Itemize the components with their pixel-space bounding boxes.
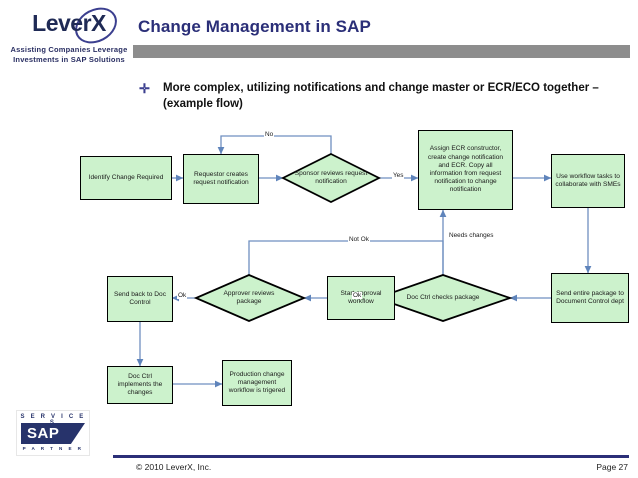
leverx-wordmark: LeverX xyxy=(6,0,132,51)
node-approver-reviews-package[interactable]: Approver reviews package xyxy=(212,284,286,312)
edge-label-needs-changes: Needs changes xyxy=(448,232,495,239)
footer-divider xyxy=(113,455,629,458)
node-send-back-to-doc-control[interactable]: Send back to Doc Control xyxy=(107,276,173,322)
bullet-row: ✛ More complex, utilizing notifications … xyxy=(139,80,611,112)
node-sponsor-reviews-request-notification[interactable]: Sponsor reviews request notification xyxy=(285,162,377,194)
footer-page-number: Page 27 xyxy=(596,462,628,472)
node-label: Doc Ctrl checks package xyxy=(406,293,480,301)
node-requestor-creates-request-notification[interactable]: Requestor creates request notification xyxy=(183,154,259,204)
node-doc-ctrl-implements-the-changes[interactable]: Doc Ctrl implements the changes xyxy=(107,366,173,404)
edge-label-ok-doc-ctrl: Ok xyxy=(352,292,363,299)
edge-label-ok-approver: Ok xyxy=(177,292,188,299)
edge-label-no: No xyxy=(264,131,275,138)
node-label: Send entire package to Document Control … xyxy=(556,289,624,305)
sap-logo-shape: SAP xyxy=(21,423,85,444)
node-use-workflow-tasks[interactable]: Use workflow tasks to collaborate with S… xyxy=(551,154,625,208)
node-label: Sponsor reviews request notification xyxy=(294,169,368,185)
node-label: Requestor creates request notification xyxy=(193,170,249,186)
node-label: Use workflow tasks to collaborate with S… xyxy=(555,172,621,188)
leverx-logo: LeverX Assisting Companies Leverage Inve… xyxy=(6,0,132,65)
node-send-entire-package[interactable]: Send entire package to Document Control … xyxy=(551,273,629,323)
node-label: Doc Ctrl implements the changes xyxy=(117,372,163,397)
edge-label-yes: Yes xyxy=(392,172,405,179)
sap-services-partner-logo: S E R V I C E S SAP P A R T N E R xyxy=(16,410,90,456)
page-title: Change Management in SAP xyxy=(138,17,371,36)
node-assign-ecr-constructor[interactable]: Assign ECR constructor, create change no… xyxy=(418,130,513,210)
node-label: Production change management workflow is… xyxy=(228,370,286,395)
node-label: Assign ECR constructor, create change no… xyxy=(427,145,504,194)
leverx-logo-text: LeverX xyxy=(32,10,106,36)
diamond-approver-reviews xyxy=(193,274,307,322)
node-doc-ctrl-checks-package[interactable]: Doc Ctrl checks package xyxy=(400,284,486,312)
bullet-marker-icon: ✛ xyxy=(139,81,150,96)
bullet-text: More complex, utilizing notifications an… xyxy=(163,82,599,110)
leverx-tagline-line1: Assisting Companies Leverage xyxy=(10,45,128,54)
title-divider-bar xyxy=(133,45,630,58)
edge-label-not-ok: Not Ok xyxy=(348,236,370,243)
sap-partner-text: P A R T N E R xyxy=(22,446,84,451)
diamond-sponsor-reviews xyxy=(280,152,382,204)
leverx-tagline-line2: Investments in SAP Solutions xyxy=(13,55,125,64)
node-label: Send back to Doc Control xyxy=(113,290,167,306)
sap-wordmark: SAP xyxy=(27,425,60,442)
footer-copyright: © 2010 LeverX, Inc. xyxy=(136,462,212,472)
flowchart-connectors xyxy=(136,135,592,388)
node-production-change-management-workflow[interactable]: Production change management workflow is… xyxy=(222,360,292,406)
node-label: Identify Change Required xyxy=(88,173,164,181)
diamond-doc-ctrl-checks xyxy=(374,274,513,322)
flowchart: Identify Change Required Requestor creat… xyxy=(0,118,638,413)
node-label: Approver reviews package xyxy=(223,289,275,305)
leverx-tagline: Assisting Companies Leverage Investments… xyxy=(6,45,132,65)
node-identify-change-required[interactable]: Identify Change Required xyxy=(80,156,172,200)
